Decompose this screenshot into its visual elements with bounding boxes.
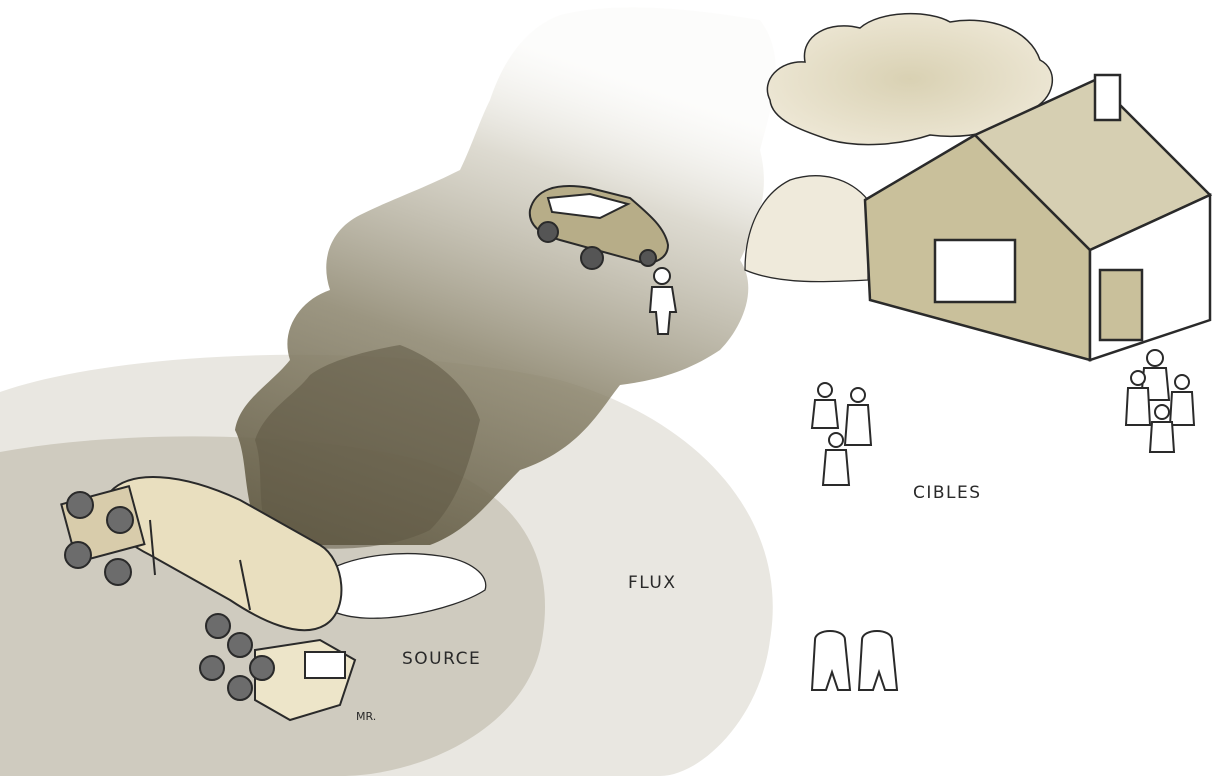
- artist-signature: MR.: [356, 710, 376, 723]
- chimney: [1095, 75, 1120, 120]
- house-door: [1100, 270, 1142, 340]
- label-cibles: CIBLES: [913, 483, 982, 503]
- label-source: SOURCE: [402, 649, 481, 669]
- label-flux: FLUX: [628, 573, 677, 593]
- house-window: [935, 240, 1015, 302]
